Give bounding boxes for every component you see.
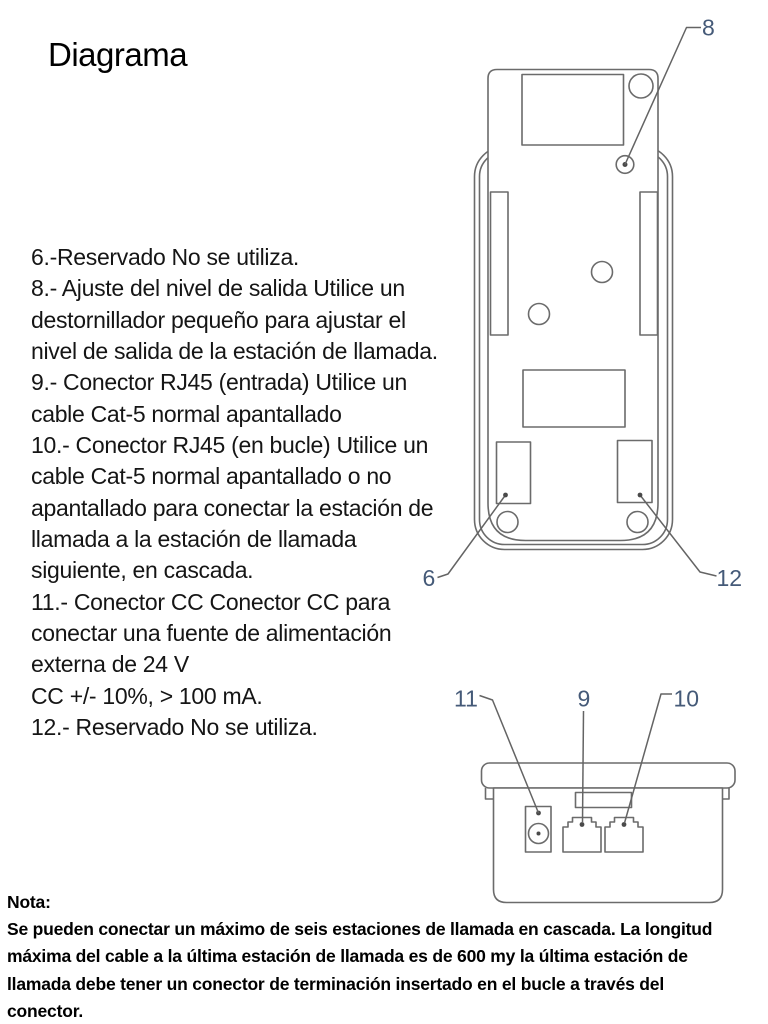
label-recess: [522, 369, 626, 428]
note-section: Nota: Se pueden conectar un máximo de se…: [7, 889, 712, 1024]
rj45-loop-jack: [604, 816, 644, 853]
note-line: conector.: [7, 1000, 84, 1021]
device-body-outline: [487, 68, 659, 542]
legend-list: 6.-Reservado No se utiliza. 8.- Ajuste d…: [31, 242, 438, 744]
leader-dot-12: [637, 492, 643, 498]
dc-connector-jack: [527, 822, 550, 845]
callout-6-label: 6: [423, 565, 436, 591]
legend-line: conectar una fuente de alimentación: [31, 620, 392, 647]
leader-line-11: [479, 694, 540, 814]
speaker-opening: [521, 73, 625, 146]
side-slot-right: [639, 191, 659, 336]
page-title: Diagrama: [48, 36, 188, 73]
mounting-hole-bottom-right: [626, 510, 649, 534]
legend-line: nivel de salida de la estación de llamad…: [31, 338, 438, 365]
callout-leaders: [437, 26, 717, 824]
callout-8-label: 8: [702, 15, 715, 41]
legend-line-11: 11.- Conector CC Conector CC para: [31, 588, 391, 615]
legend-line: externa de 24 V: [31, 651, 189, 678]
legend-line: cable Cat-5 normal apantallado o no: [31, 463, 392, 490]
legend-line-10: 10.- Conector RJ45 (en bucle) Utilice un: [31, 432, 429, 459]
lid-tab-left: [484, 788, 494, 800]
note-line: llamada debe tener un conector de termin…: [7, 973, 664, 994]
rj45-loop-dot: [621, 822, 627, 827]
legend-line: cable Cat-5 normal apantallado: [31, 400, 342, 427]
note-line: Se pueden conectar un máximo de seis est…: [7, 919, 713, 940]
legend-line: siguiente, en cascada.: [31, 557, 254, 584]
callout-labels: 8 6 12 11 9 10: [423, 15, 743, 712]
legend-line-9: 9.- Conector RJ45 (entrada) Utilice un: [31, 369, 407, 396]
callout-11-label: 11: [454, 686, 478, 712]
device-base-outline: [492, 787, 724, 904]
leader-line-9: [581, 710, 585, 824]
note-line: máxima del cable a la última estación de…: [7, 946, 688, 967]
leader-line-8: [624, 26, 701, 165]
dc-connector-body: [524, 805, 552, 853]
legend-line-6: 6.-Reservado No se utiliza.: [31, 244, 300, 270]
leader-line-6: [437, 494, 507, 579]
side-slot-left: [489, 191, 509, 336]
legend-line-8: 8.- Ajuste del nivel de salida Utilice u…: [31, 275, 405, 302]
callout-9-label: 9: [578, 686, 591, 712]
screw-hole-middle-left: [527, 302, 551, 326]
reserved-connector-left: [495, 441, 532, 505]
leader-line-10: [623, 693, 672, 824]
note-heading: Nota:: [7, 892, 51, 912]
legend-line-12: 12.- Reservado No se utiliza.: [31, 714, 318, 741]
legend-line: CC +/- 10%, > 100 mA.: [31, 682, 263, 709]
lid-tab-right: [722, 788, 730, 800]
rj45-input-jack: [562, 816, 602, 853]
dc-connector-pin: [536, 831, 541, 836]
bottom-device-bottom-view: [480, 762, 736, 904]
mounting-hole-bottom-left: [496, 510, 519, 534]
callout-12-label: 12: [717, 565, 743, 591]
screw-hole-middle-right: [590, 260, 614, 284]
mounting-hole-top-right: [628, 73, 654, 99]
legend-line: apantallado para conectar la estación de: [31, 494, 434, 521]
callout-10-label: 10: [674, 686, 700, 712]
top-device-rear-view: [473, 68, 674, 551]
legend-line: llamada a la estación de llamada: [31, 526, 357, 553]
leader-dot-6: [503, 492, 508, 498]
reserved-connector-right: [616, 439, 653, 504]
leader-line-12: [639, 494, 717, 577]
rj45-input-dot: [579, 822, 585, 827]
output-level-hole: [615, 154, 635, 175]
legend-line: destornillador pequeño para ajustar el: [31, 306, 406, 333]
